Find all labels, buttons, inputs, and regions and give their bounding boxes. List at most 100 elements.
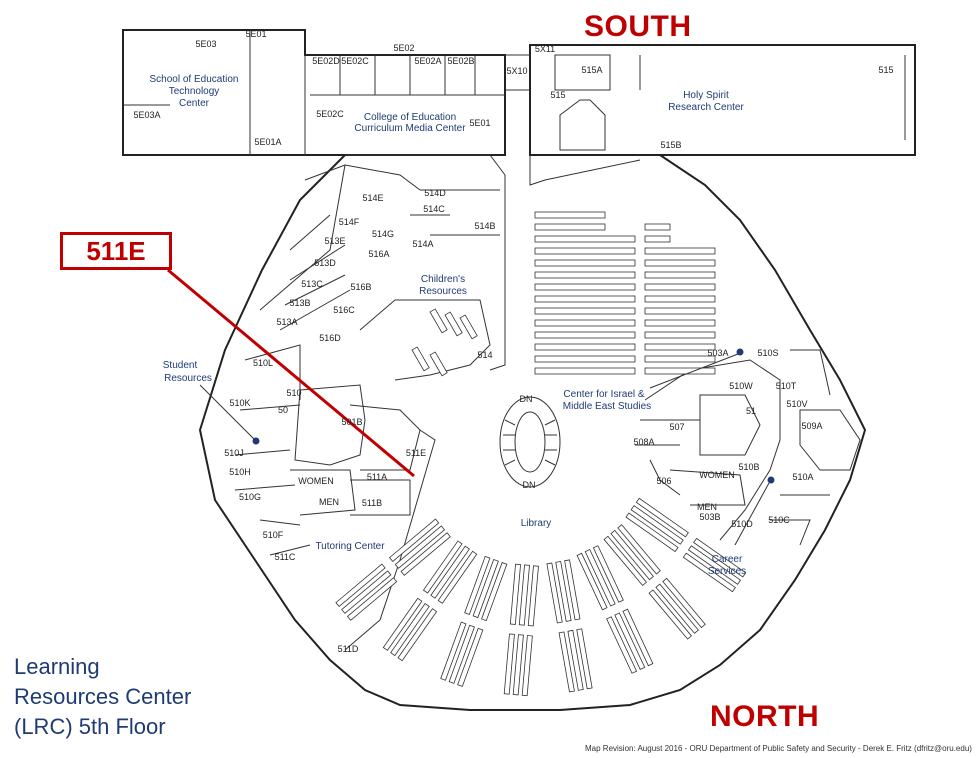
map-title-line-2: Resources Center	[14, 684, 192, 709]
student-resources-line-1: Student	[163, 360, 198, 371]
room-5E03A: 5E03A	[133, 110, 160, 120]
room-510D: 510D	[731, 519, 753, 529]
room-510H: 510H	[229, 467, 251, 477]
college-ed-cmc-line-2: Curriculum Media Center	[354, 123, 466, 134]
room-510W: 510W	[729, 381, 753, 391]
shelf-unit	[464, 555, 491, 615]
shelf-unit	[682, 552, 736, 593]
center-israel-line-1: Center for Israel &	[563, 389, 644, 400]
room-510S: 510S	[757, 348, 778, 358]
room-513B: 513B	[289, 298, 310, 308]
tutoring-center-label: Tutoring Center	[315, 541, 385, 552]
room-514B: 514B	[474, 221, 495, 231]
school-ed-tech-line-1: School of Education	[150, 74, 239, 85]
shelf-unit	[534, 367, 636, 375]
room-5E02D: 5E02D	[312, 56, 340, 66]
room-515-east: 515	[878, 65, 893, 75]
room-510: 510	[286, 388, 301, 398]
shelf-unit	[635, 497, 689, 538]
map-title: Learning Resources Center (LRC) 5th Floo…	[14, 652, 191, 742]
shelf-unit	[527, 565, 539, 627]
shelf-unit	[567, 629, 584, 691]
room-511A: 511A	[367, 472, 387, 482]
library-shelving	[335, 211, 747, 697]
room-511D: 511D	[338, 644, 359, 654]
shelf-unit	[394, 525, 446, 569]
center-israel-marker	[736, 348, 744, 356]
room-514G: 514G	[372, 229, 394, 239]
restroom-women-right: WOMEN	[699, 470, 735, 480]
shelf-unit	[518, 564, 530, 626]
shelf-unit	[630, 505, 684, 545]
room-511C: 511C	[275, 552, 296, 562]
shelf-unit	[422, 540, 463, 594]
shelf-unit	[534, 355, 636, 363]
shelf-unit	[448, 624, 475, 684]
room-510K: 510K	[229, 398, 250, 408]
shelf-unit	[546, 562, 563, 624]
room-510F: 510F	[263, 530, 284, 540]
student-resources-line-2: Resources	[164, 373, 212, 384]
shelf-unit	[555, 560, 572, 622]
room-510C: 510C	[768, 515, 790, 525]
room-5E02C-lower: 5E02C	[316, 109, 344, 119]
shelf-unit	[534, 271, 636, 279]
shelf-unit	[457, 627, 484, 687]
highlight-leader-line	[167, 268, 415, 478]
room-516C: 516C	[333, 305, 355, 315]
shelf-unit	[564, 559, 581, 621]
shelf-unit	[644, 295, 716, 303]
room-514E: 514E	[362, 193, 383, 203]
restroom-men-left: MEN	[319, 497, 339, 507]
shelf-unit	[512, 634, 524, 696]
room-514D: 514D	[424, 188, 446, 198]
shelf-unit	[503, 633, 515, 695]
room-506: 506	[656, 476, 671, 486]
shelf-unit	[662, 577, 706, 629]
shelf-unit	[655, 583, 699, 634]
main-floor-walls	[198, 154, 867, 711]
center-israel-line-2: Middle East Studies	[563, 401, 651, 412]
shelf-unit	[429, 351, 448, 377]
highlight-callout-label: 511E	[86, 235, 146, 266]
room-511E: 511E	[406, 448, 426, 458]
shelf-unit	[610, 529, 654, 581]
stair-down-top: DN	[520, 394, 533, 404]
central-staircase	[499, 396, 561, 488]
shelf-unit	[472, 558, 499, 619]
student-resources-pointer	[199, 384, 255, 440]
shelf-unit	[644, 367, 716, 375]
room-503A: 503A	[707, 348, 728, 358]
shelf-unit	[397, 608, 438, 662]
shelf-unit	[390, 602, 430, 657]
shelf-unit	[411, 346, 430, 372]
shelf-unit	[584, 548, 616, 607]
room-50: 50	[278, 405, 288, 415]
shelf-unit	[534, 211, 606, 219]
holy-spirit-line-2: Research Center	[668, 102, 744, 113]
room-5E03: 5E03	[195, 39, 216, 49]
center-israel-pointer	[649, 353, 739, 389]
school-ed-tech-line-3: Center	[179, 98, 210, 109]
shelf-unit	[617, 524, 661, 575]
holy-spirit-line-1: Holy Spirit	[683, 90, 729, 101]
room-5E01-lower: 5E01	[469, 118, 490, 128]
shelf-unit	[625, 512, 679, 553]
school-ed-tech-line-2: Technology	[169, 86, 220, 97]
shelf-unit	[644, 271, 716, 279]
room-515A: 515A	[581, 65, 602, 75]
shelf-unit	[437, 550, 478, 604]
shelf-unit	[648, 589, 693, 640]
shelf-unit	[534, 247, 636, 255]
room-5E02: 5E02	[393, 43, 414, 53]
shelf-unit	[534, 259, 636, 267]
room-5X10: 5X10	[506, 66, 527, 76]
shelf-unit	[644, 283, 716, 291]
shelf-unit	[534, 283, 636, 291]
shelf-unit	[388, 518, 440, 563]
shelf-unit	[430, 545, 470, 599]
room-5E02B: 5E02B	[447, 56, 474, 66]
shelf-unit	[644, 259, 716, 267]
shelf-unit	[576, 552, 608, 611]
south-wing-walls	[122, 29, 916, 156]
